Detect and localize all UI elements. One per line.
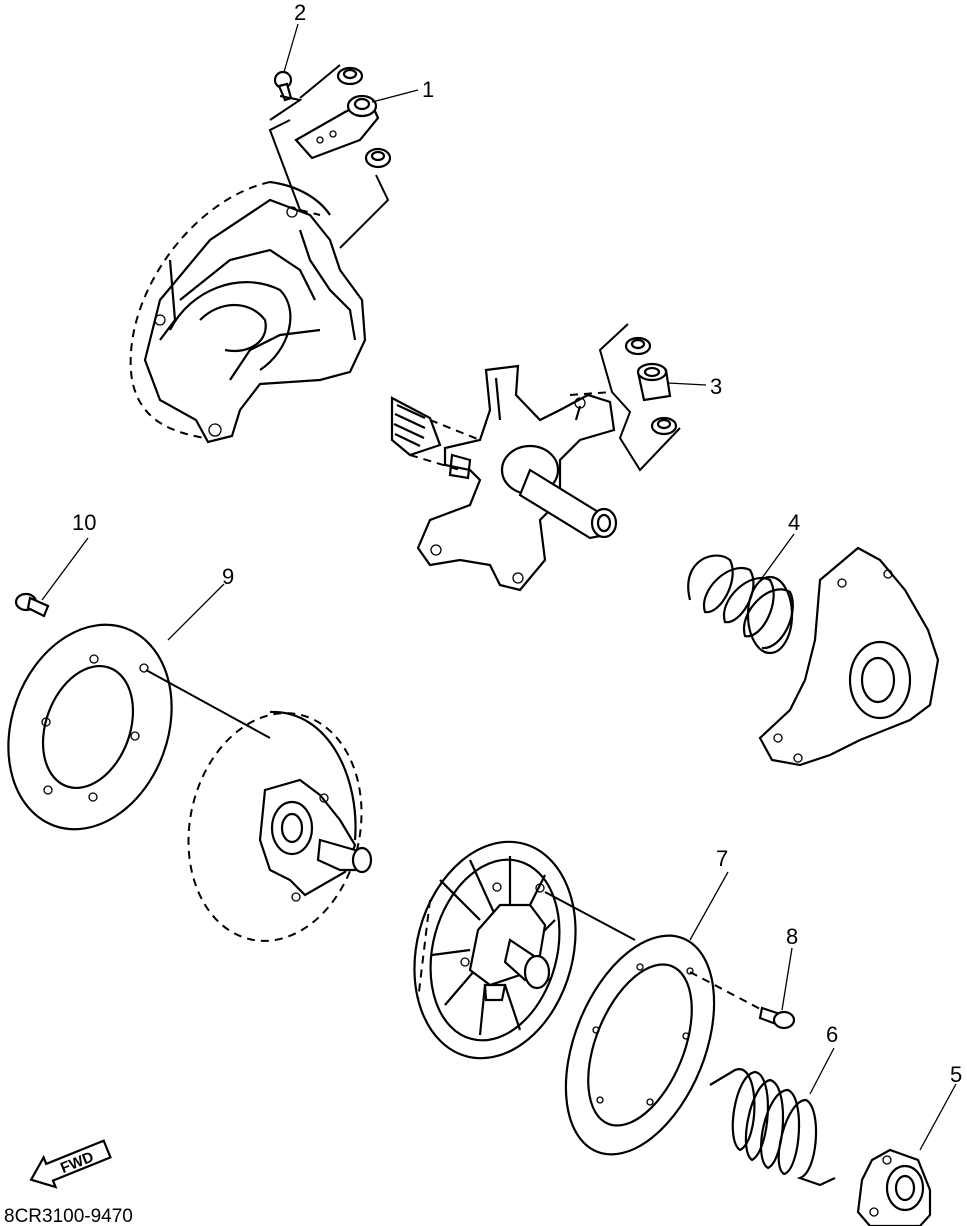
part-10-bolt (14, 592, 50, 618)
part-4-spring (687, 554, 794, 655)
fwd-arrow: FWD (29, 1139, 112, 1189)
part-2-screw (273, 70, 293, 102)
sliding-sheave (187, 710, 373, 942)
center-spider-shaft (390, 364, 618, 592)
part-8-bolt (758, 1006, 796, 1030)
callout-8: 8 (786, 924, 798, 949)
callout-1: 1 (422, 77, 434, 102)
part-9-plate (7, 623, 271, 831)
callout-9: 9 (222, 564, 234, 589)
fixed-sheave-housing (129, 180, 367, 444)
callout-6: 6 (826, 1022, 838, 1047)
leader-lines (41, 23, 957, 1151)
part-1-arm (268, 64, 392, 249)
part-5-retainer (856, 1148, 932, 1226)
drawing-code: 8CR3100-9470 (4, 1206, 133, 1226)
callout-3: 3 (710, 374, 722, 399)
spring-cap-plate (758, 546, 940, 767)
callouts: 2 1 3 4 10 9 7 8 6 5 (72, 0, 962, 1087)
callout-4: 4 (788, 510, 800, 535)
part-3-bushings (569, 323, 681, 472)
callout-2: 2 (294, 0, 306, 25)
callout-7: 7 (716, 846, 728, 871)
part-7-plate (564, 934, 763, 1156)
lower-spoked-sheave (413, 840, 636, 1060)
part-6-spring (709, 1068, 836, 1187)
callout-10: 10 (72, 510, 96, 535)
callout-5: 5 (950, 1062, 962, 1087)
fwd-label: FWD (58, 1148, 96, 1177)
